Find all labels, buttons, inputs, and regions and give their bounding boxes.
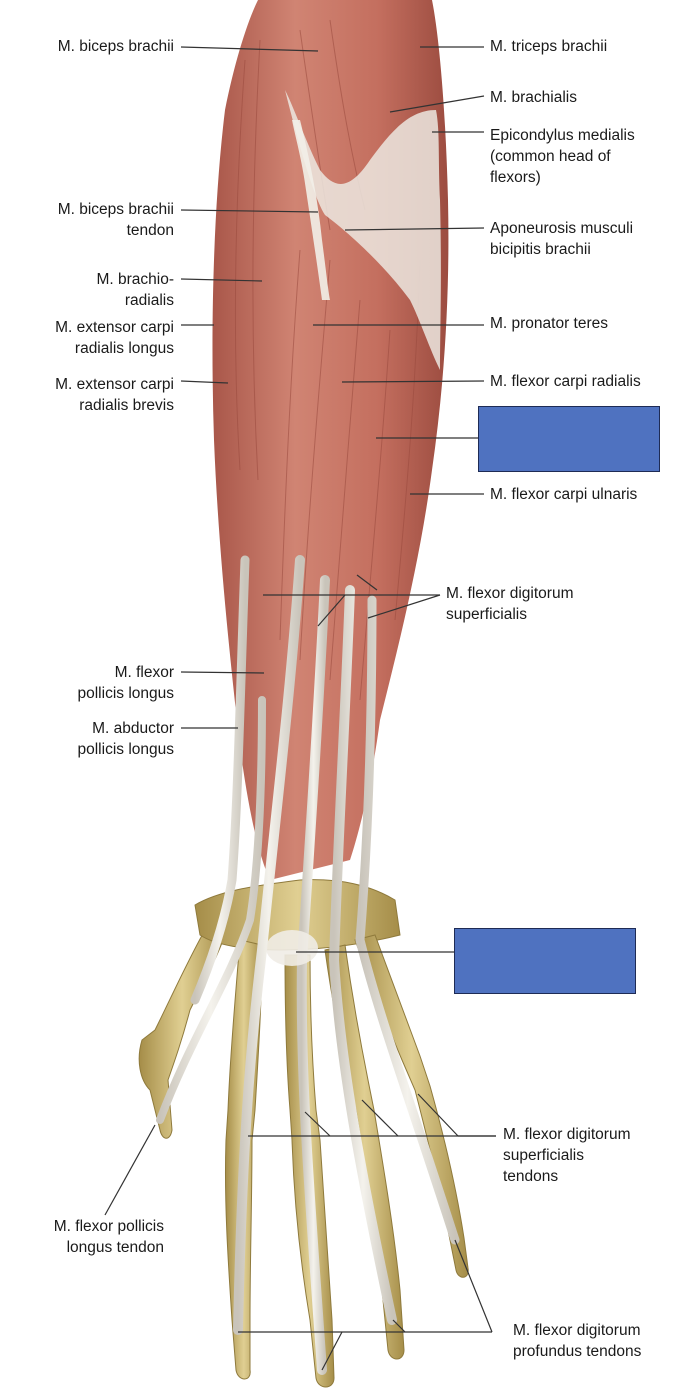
label-flexor-dig-superficialis: M. flexor digitorum superficialis	[446, 585, 574, 623]
label-ext-carpi-rad-brevis: M. extensor carpi radialis brevis	[55, 376, 174, 414]
label-aponeurosis: Aponeurosis musculi bicipitis brachii	[490, 220, 634, 258]
label-ext-carpi-rad-longus: M. extensor carpi radialis longus	[55, 319, 174, 357]
label-triceps-brachii: M. triceps brachii	[490, 38, 608, 55]
leader-lines	[104, 46, 496, 1371]
hidden-label-box-wrist	[454, 928, 636, 994]
label-fds-tendons: M. flexor digitorum superficialis tendon…	[503, 1126, 631, 1185]
label-brachioradialis: M. brachio- radialis	[96, 271, 174, 309]
label-fdp-tendons: M. flexor digitorum profundus tendons	[513, 1322, 642, 1360]
forearm-muscles	[212, 0, 449, 880]
label-flexor-carpi-radialis: M. flexor carpi radialis	[490, 373, 641, 390]
label-fpl-tendon: M. flexor pollicis longus tendon	[53, 1218, 164, 1256]
label-brachialis: M. brachialis	[490, 89, 577, 106]
label-epicondylus-medialis: Epicondylus medialis (common head of fle…	[490, 127, 635, 186]
label-abductor-pollicis-longus: M. abductor pollicis longus	[77, 720, 175, 758]
label-flexor-carpi-ulnaris: M. flexor carpi ulnaris	[490, 486, 638, 503]
label-flexor-pollicis-longus: M. flexor pollicis longus	[77, 664, 175, 702]
retinaculum	[266, 930, 318, 966]
label-pronator-teres: M. pronator teres	[490, 315, 609, 332]
label-biceps-brachii-tendon: M. biceps brachii tendon	[57, 201, 174, 239]
hidden-label-box-forearm	[478, 406, 660, 472]
label-biceps-brachii: M. biceps brachii	[57, 38, 174, 55]
